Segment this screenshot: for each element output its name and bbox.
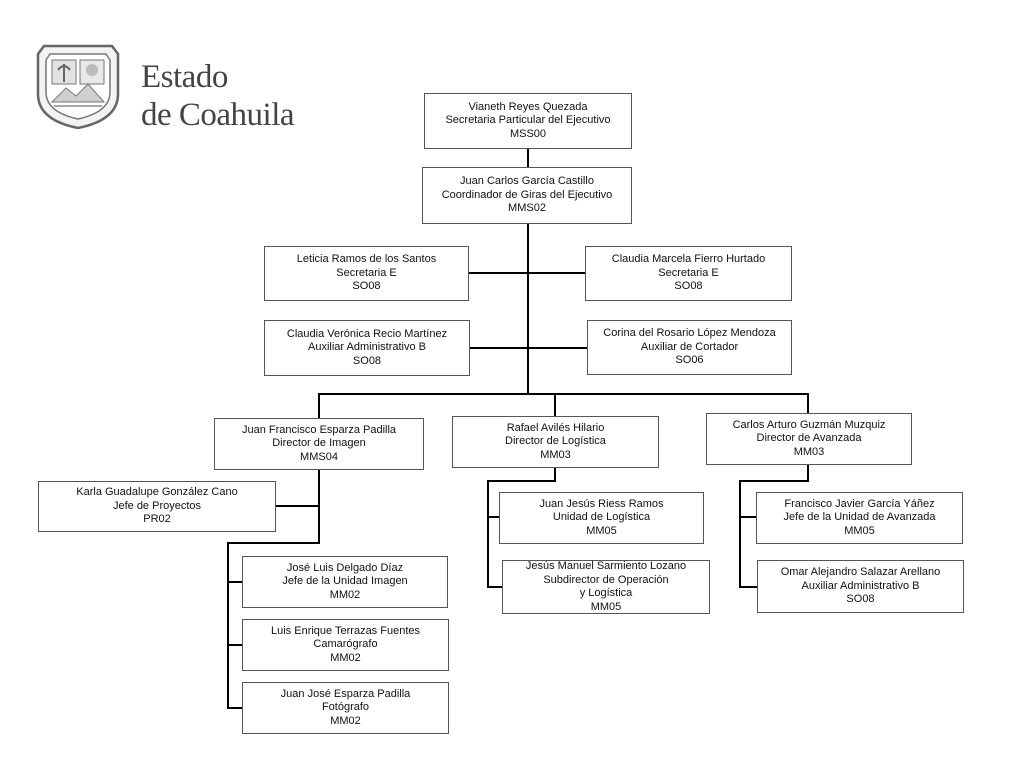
person-name: Leticia Ramos de los Santos xyxy=(296,253,437,266)
person-name: Corina del Rosario López Mendoza xyxy=(603,327,776,340)
person-name: Luis Enrique Terrazas Fuentes xyxy=(271,624,420,637)
org-box-claudia-marcela: Claudia Marcela Fierro Hurtado Secretari… xyxy=(585,246,792,301)
person-code: MM05 xyxy=(590,600,622,613)
person-name: Vianeth Reyes Quezada xyxy=(468,100,588,113)
person-role: Auxiliar Administrativo B xyxy=(308,341,426,354)
person-role: Director de Imagen xyxy=(272,437,366,450)
person-code: SO06 xyxy=(675,354,704,367)
person-role: Secretaria E xyxy=(658,266,719,279)
person-role: Camarógrafo xyxy=(313,638,378,651)
person-role: Auxiliar Administrativo B xyxy=(801,579,920,592)
brand-title: Estado de Coahuila xyxy=(141,58,295,134)
person-code: MM05 xyxy=(844,524,875,537)
person-code: MM03 xyxy=(793,445,825,458)
person-role: Secretaria E xyxy=(336,266,397,279)
person-role: Unidad de Logística xyxy=(552,511,651,524)
brand-line-2: de Coahuila xyxy=(141,97,295,133)
org-box-francisco: Francisco Javier García Yáñez Jefe de la… xyxy=(756,492,963,544)
brand-line-1: Estado xyxy=(141,59,228,95)
person-role: Director de Logística xyxy=(505,435,606,448)
coat-of-arms-icon xyxy=(36,44,120,130)
person-code: MM02 xyxy=(330,651,361,664)
person-code: MMS02 xyxy=(508,202,546,215)
person-name: Karla Guadalupe González Cano xyxy=(76,486,238,499)
person-name: Claudia Marcela Fierro Hurtado xyxy=(611,253,766,266)
person-role: Coordinador de Giras del Ejecutivo xyxy=(441,188,613,201)
person-name: Claudia Verónica Recio Martínez xyxy=(286,327,448,340)
person-role: Auxiliar de Cortador xyxy=(640,340,739,353)
person-code: MM02 xyxy=(329,588,361,601)
person-role: Jefe de Proyectos xyxy=(112,499,202,512)
person-name: Juan Francisco Esparza Padilla xyxy=(241,423,397,436)
person-name: Carlos Arturo Guzmán Muzquiz xyxy=(732,418,886,431)
org-box-jesus-manuel: Jesús Manuel Sarmiento Lozano Subdirecto… xyxy=(502,560,710,614)
person-code: PR02 xyxy=(143,513,171,526)
org-box-carlos-arturo: Carlos Arturo Guzmán Muzquiz Director de… xyxy=(706,413,912,465)
person-role: Jefe de la Unidad de Avanzada xyxy=(783,511,936,524)
org-box-karla: Karla Guadalupe González Cano Jefe de Pr… xyxy=(38,481,276,532)
person-role: Fotógrafo xyxy=(321,701,370,714)
person-role: Secretaria Particular del Ejecutivo xyxy=(445,114,611,127)
person-code: MSS00 xyxy=(509,127,547,140)
person-code: MM05 xyxy=(586,524,617,537)
person-role-2: y Logística xyxy=(579,587,633,599)
person-name: Rafael Avilés Hilario xyxy=(506,421,605,434)
org-box-corina: Corina del Rosario López Mendoza Auxilia… xyxy=(587,320,792,375)
person-name: José Luis Delgado Díaz xyxy=(286,561,404,574)
person-role: Director de Avanzada xyxy=(756,432,862,445)
org-box-juan-jose: Juan José Esparza Padilla Fotógrafo MM02 xyxy=(242,682,449,734)
person-name: Juan José Esparza Padilla xyxy=(280,687,411,700)
org-box-vianeth: Vianeth Reyes Quezada Secretaria Particu… xyxy=(424,93,632,149)
person-code: SO08 xyxy=(352,354,382,367)
person-role: Subdirector de Operación xyxy=(543,573,669,586)
person-code: MMS04 xyxy=(300,450,338,463)
person-code: SO08 xyxy=(846,593,875,606)
person-code: SO08 xyxy=(352,280,381,293)
org-box-juan-francisco: Juan Francisco Esparza Padilla Director … xyxy=(214,418,424,470)
org-box-leticia: Leticia Ramos de los Santos Secretaria E… xyxy=(264,246,469,301)
person-name: Jesús Manuel Sarmiento Lozano xyxy=(525,560,687,572)
person-code: MM03 xyxy=(540,448,571,461)
person-code: SO08 xyxy=(674,280,703,293)
org-box-juan-jesus: Juan Jesús Riess Ramos Unidad de Logísti… xyxy=(499,492,704,544)
person-code: MM02 xyxy=(330,714,361,727)
person-role: Jefe de la Unidad Imagen xyxy=(282,575,408,588)
person-name: Francisco Javier García Yáñez xyxy=(784,497,935,510)
org-box-jose-luis: José Luis Delgado Díaz Jefe de la Unidad… xyxy=(242,556,448,608)
person-name: Juan Jesús Riess Ramos xyxy=(539,497,664,510)
person-name: Juan Carlos García Castillo xyxy=(460,175,594,188)
org-box-claudia-veronica: Claudia Verónica Recio Martínez Auxiliar… xyxy=(264,320,470,376)
person-name: Omar Alejandro Salazar Arellano xyxy=(780,566,941,579)
org-box-luis-enrique: Luis Enrique Terrazas Fuentes Camarógraf… xyxy=(242,619,449,671)
org-box-juan-carlos: Juan Carlos García Castillo Coordinador … xyxy=(422,167,632,224)
org-box-omar: Omar Alejandro Salazar Arellano Auxiliar… xyxy=(757,560,964,613)
org-box-rafael: Rafael Avilés Hilario Director de Logíst… xyxy=(452,416,659,468)
